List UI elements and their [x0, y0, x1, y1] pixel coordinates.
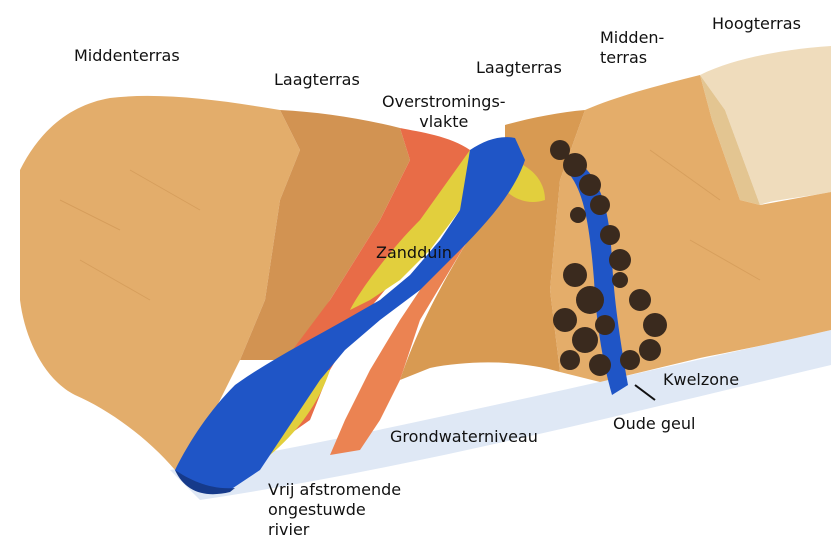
label-rivier: Vrij afstromende ongestuwde rivier [268, 480, 401, 540]
label-overstromingsvlakte-line2: vlakte [382, 112, 506, 132]
label-laagterras-right: Laagterras [476, 58, 562, 78]
label-hoogterras: Hoogterras [712, 14, 801, 34]
label-zandduin: Zandduin [376, 243, 452, 263]
label-grondwaterniveau: Grondwaterniveau [390, 427, 538, 447]
label-laagterras-left: Laagterras [274, 70, 360, 90]
label-kwelzone: Kwelzone [663, 370, 739, 390]
label-overstromingsvlakte-line1: Overstromings- [382, 92, 506, 112]
label-middenterras-right: Midden- terras [600, 28, 664, 68]
label-oude-geul: Oude geul [613, 414, 695, 434]
label-middenterras-left: Middenterras [74, 46, 180, 66]
label-rivier-line3: rivier [268, 520, 401, 540]
label-middenterras-right-line1: Midden- [600, 28, 664, 48]
label-rivier-line2: ongestuwde [268, 500, 401, 520]
label-overstromingsvlakte: Overstromings- vlakte [382, 92, 506, 132]
label-middenterras-right-line2: terras [600, 48, 664, 68]
label-rivier-line1: Vrij afstromende [268, 480, 401, 500]
